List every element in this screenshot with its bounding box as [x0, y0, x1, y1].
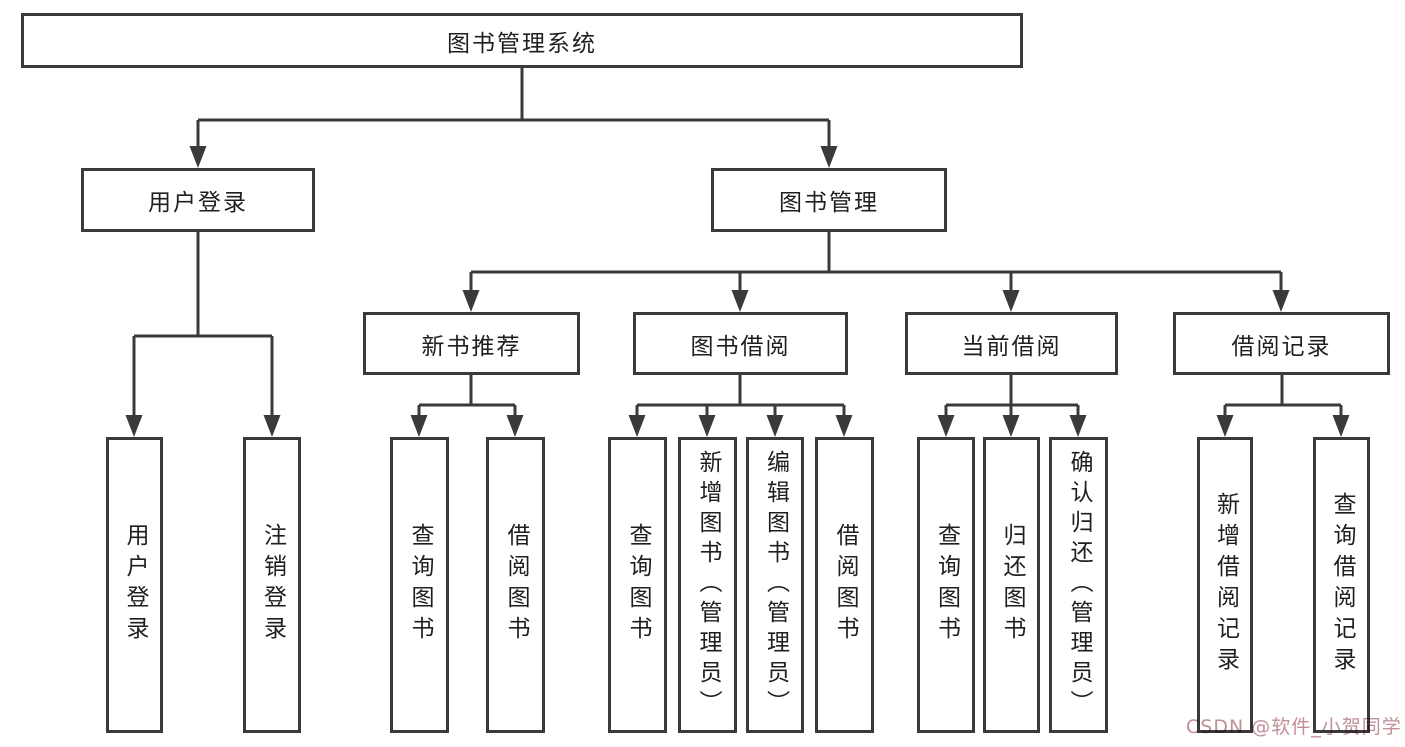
node-book-management: 图书管理 [711, 168, 947, 232]
connector-root-to-level2 [196, 68, 831, 148]
node-book-borrow: 图书借阅 [633, 312, 848, 375]
node-label: 当前借阅 [961, 333, 1062, 360]
node-current-borrow: 当前借阅 [905, 312, 1118, 375]
leaf-label: 新增借阅记录 [1212, 492, 1239, 678]
leaf-query-books-current: 查询图书 [917, 437, 975, 733]
leaf-user-login: 用户登录 [106, 437, 163, 733]
leaf-borrow-books-recommend: 借阅图书 [486, 437, 545, 733]
leaf-label: 新增图书（管理员） [695, 450, 721, 720]
leaf-return-books: 归还图书 [983, 437, 1040, 733]
leaf-label: 查询借阅记录 [1329, 492, 1355, 678]
connector-bookborrow-to-leaves [635, 375, 846, 417]
leaf-label: 查询图书 [407, 523, 433, 647]
watermark-csdn: CSDN @软件_小贺同学 [1186, 716, 1402, 738]
node-borrow-records: 借阅记录 [1173, 312, 1390, 375]
node-user-login: 用户登录 [81, 168, 315, 232]
connector-newbook-to-leaves [417, 375, 517, 417]
leaf-label: 借阅图书 [503, 523, 529, 647]
node-label: 图书管理系统 [447, 30, 597, 57]
connector-currentborrow-to-leaves [944, 375, 1080, 417]
leaf-label: 归还图书 [999, 523, 1025, 647]
leaf-label: 借阅图书 [832, 523, 858, 647]
node-label: 新书推荐 [421, 333, 522, 360]
leaf-logout: 注销登录 [243, 437, 301, 733]
leaf-label: 查询图书 [933, 523, 960, 647]
leaf-add-book-admin: 新增图书（管理员） [678, 437, 737, 733]
leaf-confirm-return-admin: 确认归还（管理员） [1049, 437, 1108, 733]
leaf-label: 用户登录 [122, 523, 148, 647]
leaf-borrow-books: 借阅图书 [815, 437, 874, 733]
node-label: 图书管理 [779, 190, 879, 216]
node-new-book-recommend: 新书推荐 [363, 312, 580, 375]
leaf-label: 查询图书 [625, 523, 651, 647]
leaf-add-borrow-record: 新增借阅记录 [1197, 437, 1253, 733]
node-label: 用户登录 [148, 190, 248, 216]
leaf-query-books-borrow: 查询图书 [608, 437, 667, 733]
leaf-label: 编辑图书（管理员） [762, 450, 789, 720]
connector-bookmgmt-to-level3 [469, 232, 1283, 292]
node-label: 借阅记录 [1231, 333, 1332, 360]
leaf-edit-book-admin: 编辑图书（管理员） [746, 437, 804, 733]
leaf-label: 确认归还（管理员） [1066, 450, 1092, 720]
node-label: 图书借阅 [690, 333, 791, 360]
connector-userlogin-to-leaves [132, 232, 274, 417]
arrowheads [125, 146, 1350, 437]
connector-records-to-leaves [1223, 375, 1343, 417]
node-library-management-system: 图书管理系统 [21, 13, 1023, 68]
leaf-query-books-recommend: 查询图书 [390, 437, 449, 733]
leaf-query-borrow-record: 查询借阅记录 [1313, 437, 1370, 733]
leaf-label: 注销登录 [259, 523, 286, 647]
